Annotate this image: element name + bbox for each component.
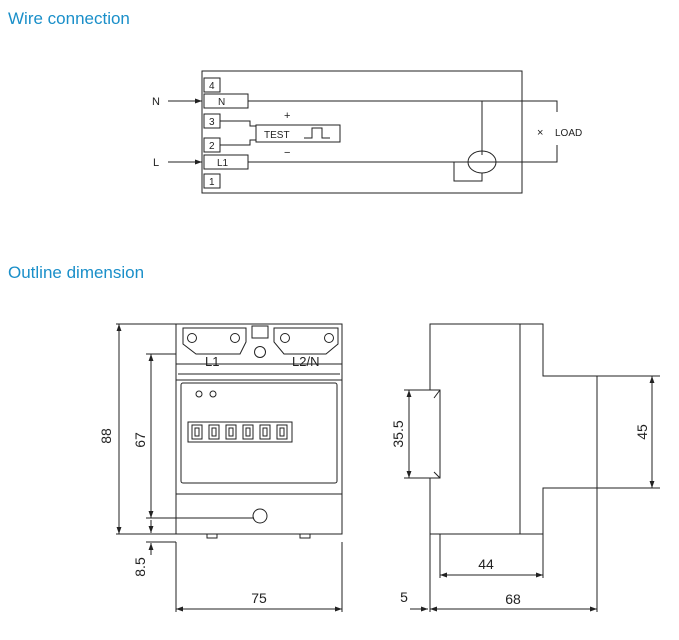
terminal-l2n-outline-label: L2/N [292,354,319,369]
meter-housing [201,70,523,194]
terminal-1 [203,173,221,189]
pulse-icon [304,127,330,139]
terminal-3-label: 3 [209,117,215,128]
wiring-diagram [201,70,558,194]
outline-dimension-heading: Outline dimension [8,263,145,282]
dim-35-5-label: 35.5 [390,420,406,447]
side-view [404,323,660,612]
input-n-label: N [152,96,160,108]
dim-44-label: 44 [478,556,494,572]
load-label: LOAD [555,128,582,139]
minus-sign: − [284,147,290,159]
test-box [255,124,341,143]
load-symbol: × [537,127,543,139]
plus-sign: + [284,110,290,122]
terminal-1-label: 1 [209,177,215,188]
terminal-l1-outline-label: L1 [205,354,219,369]
dim-67-label: 67 [132,432,148,448]
terminal-4 [203,77,221,93]
dim-5-label: 5 [400,589,408,605]
wire-connection-heading: Wire connection [8,9,130,28]
terminal-2-label: 2 [209,141,215,152]
dim-68-label: 68 [505,591,521,607]
dim-75-label: 75 [251,590,267,606]
terminal-n-label: N [218,97,225,108]
counter-digits [191,424,288,440]
terminal-n [203,93,249,109]
terminal-4-label: 4 [209,81,215,92]
input-l-label: L [153,157,159,169]
dim-88-label: 88 [98,428,114,444]
test-label: TEST [264,130,290,141]
dim-8-5-label: 8.5 [132,557,148,577]
front-view [116,323,343,612]
terminal-l1-label: L1 [217,158,229,169]
dim-45-label: 45 [634,424,650,440]
